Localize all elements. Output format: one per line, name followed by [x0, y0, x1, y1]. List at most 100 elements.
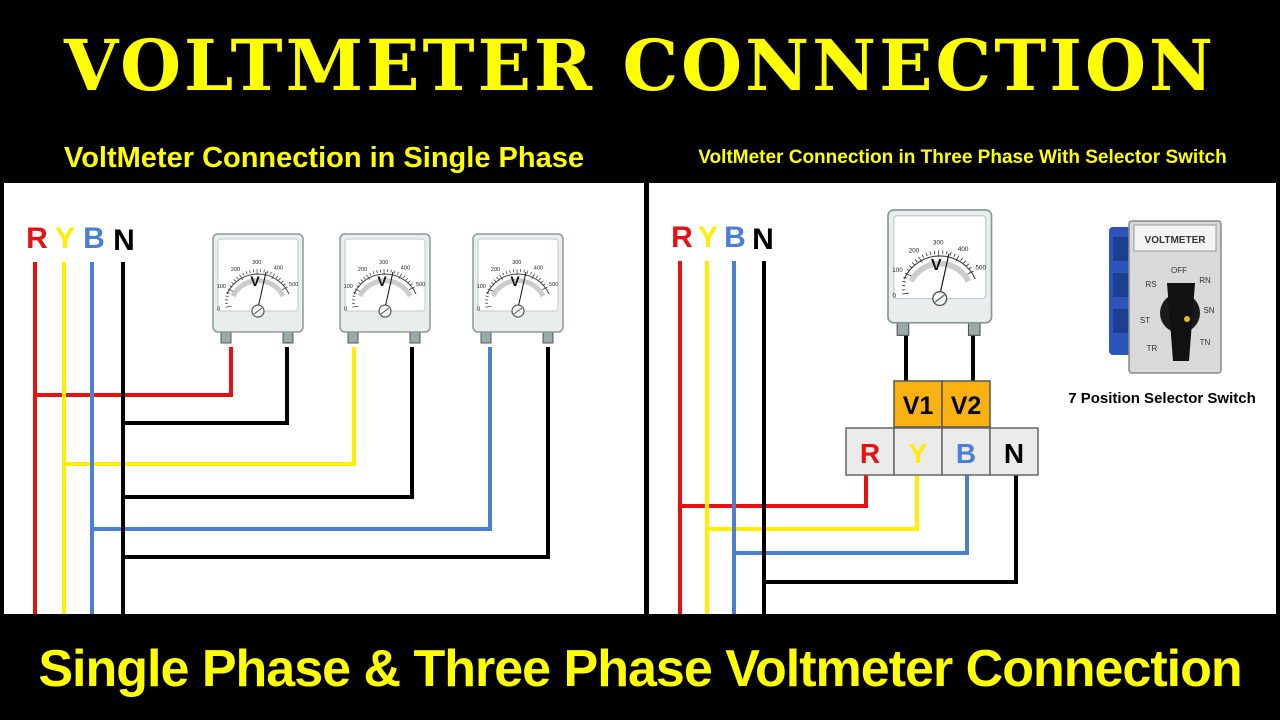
line-label-y: Y: [55, 222, 75, 255]
meter-needle: [257, 271, 267, 309]
meter-tick: [405, 277, 408, 281]
wire-n-to-meter2: [123, 347, 414, 499]
meter-tick: [918, 256, 923, 263]
meter-tick: [953, 253, 956, 257]
meter-scale-label: 400: [534, 266, 543, 272]
meter-tick: [249, 269, 251, 274]
meter-tick: [407, 280, 411, 284]
meter-tick: [271, 273, 276, 279]
wire-r-to-meter1: [35, 347, 233, 397]
meter-scale-label: 500: [289, 282, 298, 288]
meter-scale-label: 300: [252, 260, 261, 266]
meter-needle: [384, 271, 394, 309]
meter-scale-label: 300: [933, 240, 944, 247]
switch-pos-tr: TR: [1147, 344, 1158, 353]
meter-tick: [541, 286, 548, 291]
meter-tick: [231, 282, 235, 285]
three-phase-heading: VoltMeter Connection in Three Phase With…: [649, 133, 1276, 183]
meter-tick: [505, 271, 508, 275]
meter-tick: [489, 285, 493, 288]
meter-tick: [352, 295, 356, 297]
line-label-b-3ph: B: [724, 221, 746, 254]
title-bar: VOLTMETER CONNECTION: [0, 0, 1280, 130]
wire-n-to-terminal: [764, 473, 1018, 584]
meter-scale-label: 200: [231, 267, 240, 273]
terminal-n-label: N: [1004, 438, 1024, 469]
meter-tick: [902, 280, 906, 283]
meter-scale-label: 400: [274, 266, 283, 272]
meter-tick: [402, 275, 406, 279]
meter-scale-label: 400: [401, 266, 410, 272]
meter-tick: [239, 274, 244, 280]
wire-r-to-terminal: [680, 473, 868, 508]
wire-b-to-meter3: [92, 347, 492, 531]
wire-n-to-meter1: [123, 347, 289, 425]
terminal-v1-label: V1: [903, 392, 934, 420]
meter-symbol: V: [250, 273, 260, 289]
meter-tick: [236, 276, 239, 280]
line-label-n-3ph: N: [752, 223, 774, 256]
meter-tick: [529, 271, 532, 275]
meter-scale-label: 200: [491, 267, 500, 273]
meter-scale-label: 0: [893, 293, 897, 300]
meter-tick: [393, 270, 396, 274]
meter-scale-label: 200: [358, 267, 367, 273]
meter-scale-label: 0: [477, 306, 480, 312]
meter-scale-label: 500: [549, 282, 558, 288]
meter-tick: [968, 266, 972, 270]
meter-tick: [502, 272, 505, 276]
switch-pos-off: OFF: [1171, 266, 1187, 275]
meter-tick: [356, 285, 360, 288]
meter-tick: [227, 288, 234, 292]
meter-tick: [499, 274, 504, 280]
meter-tick: [390, 269, 392, 273]
wire-y-to-meter2: [64, 347, 356, 466]
terminal-n: [989, 427, 1039, 476]
meter-tick: [485, 305, 492, 308]
wire-b-to-terminal: [734, 473, 969, 555]
meter-tick: [911, 262, 915, 266]
meter-scale-label: 100: [344, 284, 353, 290]
page-title: VOLTMETER CONNECTION: [63, 23, 1216, 107]
three-phase-wires: [678, 261, 1018, 614]
meter-tick: [281, 286, 288, 291]
meter-tick: [902, 292, 910, 295]
meter-tick: [540, 280, 544, 284]
meter-needle: [517, 271, 527, 309]
meter-scale-label: 100: [217, 284, 226, 290]
meter-tick: [269, 271, 272, 275]
meter-tick: [509, 269, 511, 274]
screw-slot: [253, 307, 263, 315]
wire-y-to-terminal: [707, 473, 919, 531]
meter-tick: [949, 251, 952, 256]
meter-tick: [967, 270, 974, 275]
meter-scale-label: 300: [512, 260, 521, 266]
meter-tick: [358, 282, 362, 285]
screw-slot: [513, 307, 523, 315]
meter-tick: [908, 265, 913, 269]
meter-scale-label: 100: [892, 267, 903, 274]
meter-scale-band: [908, 260, 972, 283]
meter-tick: [363, 276, 366, 280]
meter-tick: [955, 255, 960, 262]
meter-tick: [352, 305, 359, 308]
meter-scale-label: 500: [416, 282, 425, 288]
screw-slot: [380, 307, 390, 315]
switch-pos-tn: TN: [1200, 338, 1211, 347]
meter-tick: [487, 288, 494, 292]
meter-scale-arc: [903, 255, 976, 280]
meter-scale-label: 0: [217, 306, 220, 312]
meter-scale-band: [230, 278, 286, 298]
meter-tick: [963, 260, 967, 264]
meter-tick: [353, 292, 357, 294]
meter-scale-arc: [353, 273, 417, 295]
meter-tick: [485, 295, 489, 297]
terminal-v2-label: V2: [951, 392, 982, 420]
line-label-r: R: [26, 222, 48, 255]
meter-tick: [925, 252, 928, 257]
